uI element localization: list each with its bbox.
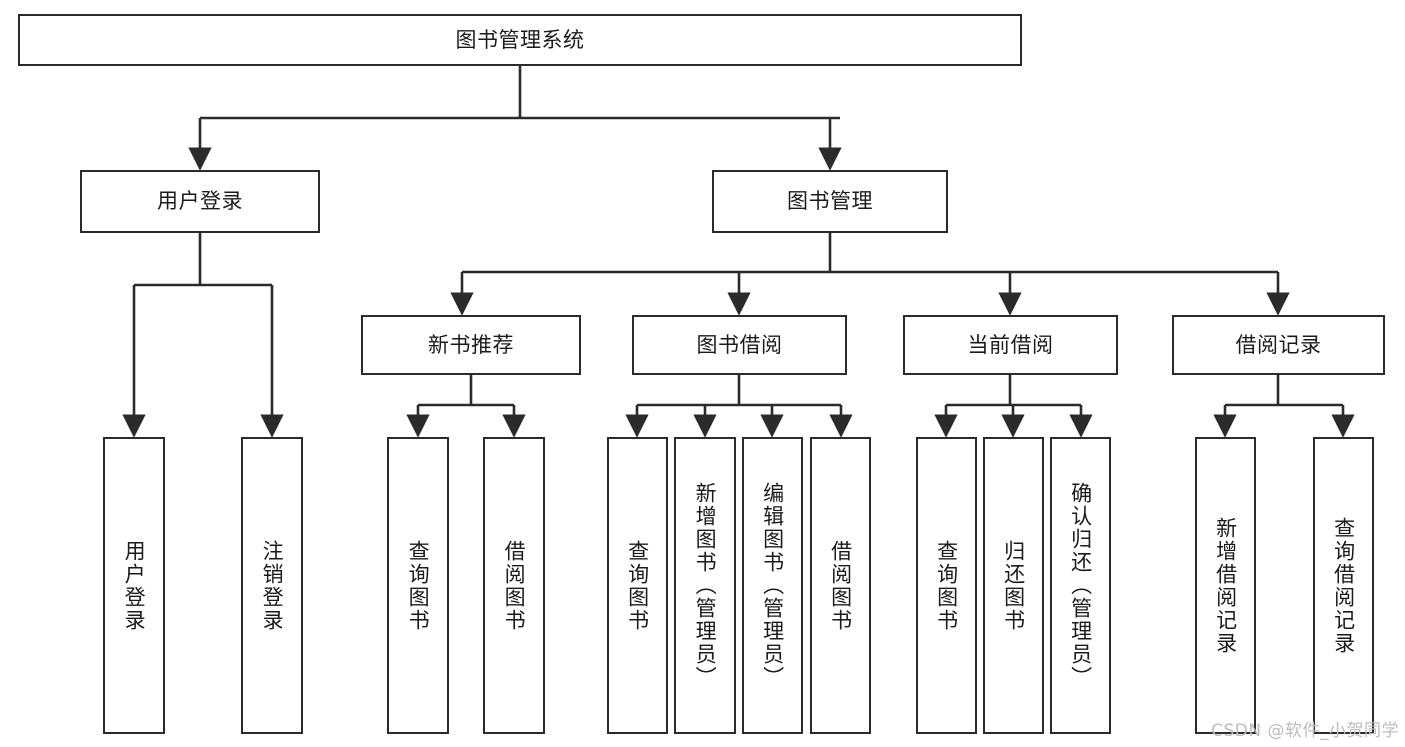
node-leaf-query-book-borrow[interactable]: 查询图书 bbox=[607, 437, 668, 734]
node-leaf-query-book-borrow-label: 查询图书 bbox=[625, 539, 650, 632]
node-leaf-borrow-book[interactable]: 借阅图书 bbox=[810, 437, 871, 734]
node-leaf-user-logout-label: 注销登录 bbox=[260, 539, 285, 632]
node-leaf-add-borrow-record[interactable]: 新增借阅记录 bbox=[1195, 437, 1256, 734]
node-user-login[interactable]: 用户登录 bbox=[80, 170, 320, 233]
node-current-borrow[interactable]: 当前借阅 bbox=[903, 315, 1118, 375]
node-leaf-confirm-return-admin-label: 确认归还（管理员） bbox=[1068, 482, 1093, 689]
node-book-manage-label: 图书管理 bbox=[787, 189, 873, 213]
node-leaf-query-borrow-record-label: 查询借阅记录 bbox=[1331, 516, 1356, 655]
node-book-borrow[interactable]: 图书借阅 bbox=[632, 315, 847, 375]
node-leaf-add-borrow-record-label: 新增借阅记录 bbox=[1213, 516, 1238, 655]
node-root[interactable]: 图书管理系统 bbox=[18, 14, 1022, 66]
node-borrow-record[interactable]: 借阅记录 bbox=[1172, 315, 1385, 375]
node-leaf-edit-book-admin[interactable]: 编辑图书（管理员） bbox=[742, 437, 803, 734]
node-leaf-query-borrow-record[interactable]: 查询借阅记录 bbox=[1313, 437, 1374, 734]
node-borrow-record-label: 借阅记录 bbox=[1235, 332, 1322, 357]
node-leaf-user-login[interactable]: 用户登录 bbox=[103, 437, 165, 734]
node-leaf-user-logout[interactable]: 注销登录 bbox=[241, 437, 303, 734]
node-book-borrow-label: 图书借阅 bbox=[696, 332, 783, 357]
node-leaf-return-book[interactable]: 归还图书 bbox=[983, 437, 1044, 734]
node-book-manage[interactable]: 图书管理 bbox=[712, 170, 948, 233]
node-leaf-borrow-book-recommend-label: 借阅图书 bbox=[502, 539, 527, 632]
node-leaf-user-login-label: 用户登录 bbox=[122, 539, 147, 632]
node-new-book-recommend[interactable]: 新书推荐 bbox=[361, 315, 581, 375]
csdn-watermark: CSDN @软件_小贺同学 bbox=[1211, 721, 1399, 741]
node-root-label: 图书管理系统 bbox=[455, 27, 585, 52]
node-leaf-borrow-book-recommend[interactable]: 借阅图书 bbox=[483, 437, 545, 734]
node-leaf-query-book-current[interactable]: 查询图书 bbox=[916, 437, 977, 734]
node-leaf-borrow-book-label: 借阅图书 bbox=[828, 539, 853, 632]
node-leaf-add-book-admin[interactable]: 新增图书（管理员） bbox=[674, 437, 736, 734]
node-current-borrow-label: 当前借阅 bbox=[967, 332, 1054, 357]
node-leaf-return-book-label: 归还图书 bbox=[1001, 539, 1026, 632]
node-leaf-edit-book-admin-label: 编辑图书（管理员） bbox=[760, 482, 785, 689]
node-new-book-recommend-label: 新书推荐 bbox=[428, 332, 514, 357]
node-leaf-query-book-recommend-label: 查询图书 bbox=[406, 539, 431, 632]
node-user-login-label: 用户登录 bbox=[157, 189, 243, 213]
node-leaf-add-book-admin-label: 新增图书（管理员） bbox=[693, 482, 718, 689]
node-leaf-query-book-recommend[interactable]: 查询图书 bbox=[387, 437, 449, 734]
node-leaf-confirm-return-admin[interactable]: 确认归还（管理员） bbox=[1050, 437, 1111, 734]
node-leaf-query-book-current-label: 查询图书 bbox=[934, 539, 959, 632]
